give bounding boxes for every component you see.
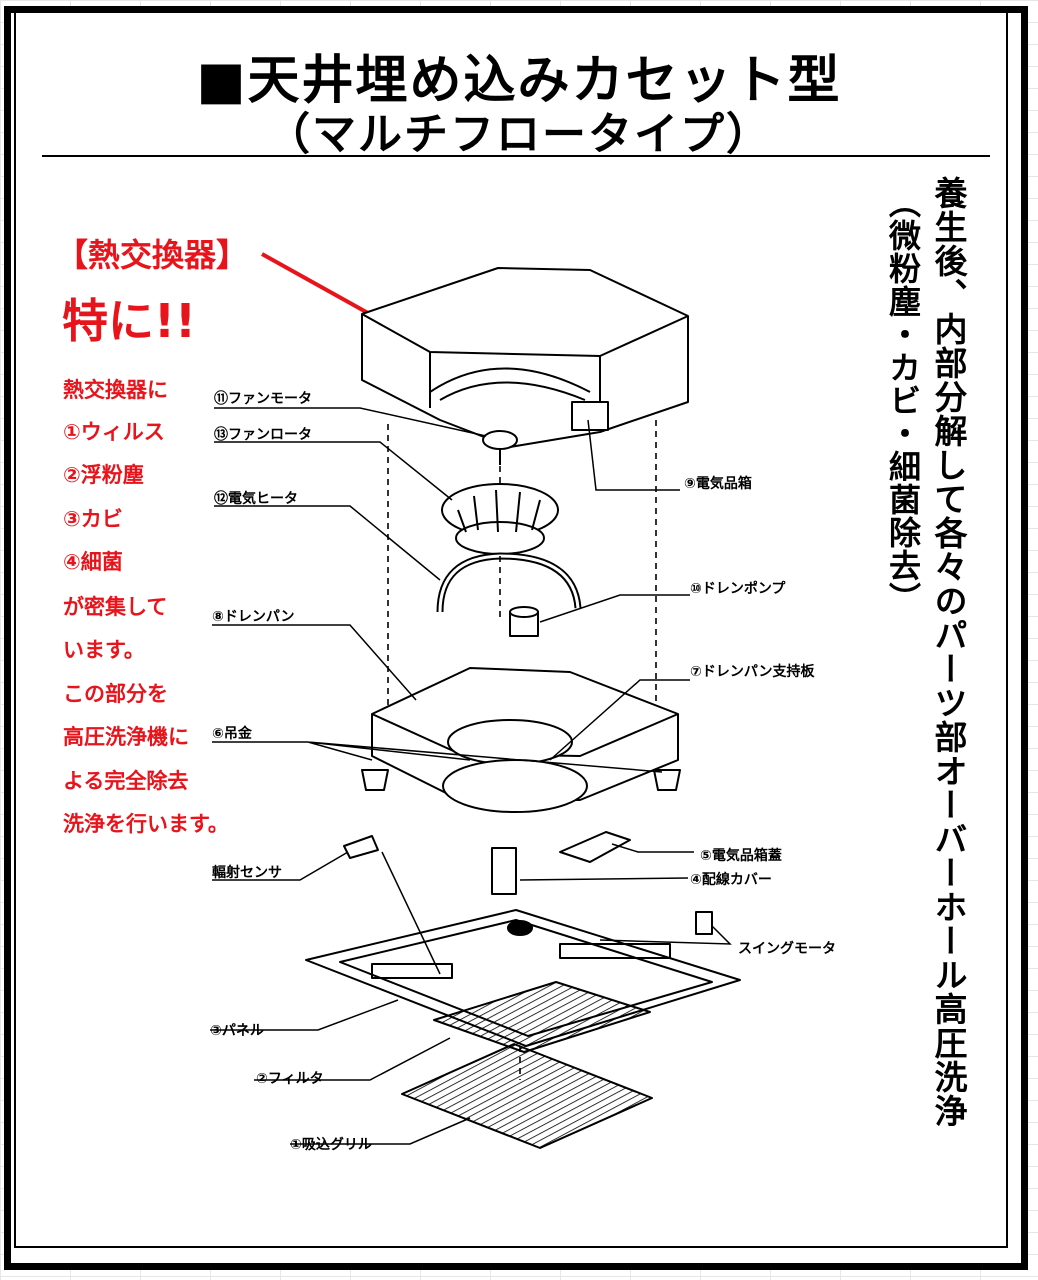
assembly-guides <box>387 420 657 1080</box>
wiring-cover <box>491 847 517 895</box>
label-fan-rotor: ⑬ファンロータ <box>214 427 312 443</box>
callout-line: ③カビ <box>63 507 123 531</box>
inner-frame <box>14 10 1008 1248</box>
callout-line: 熱交換器に <box>63 378 168 402</box>
label-fan-motor: ⑪ファンモータ <box>214 391 312 407</box>
label-wiring-cover: ④配線カバー <box>690 872 772 888</box>
fan-motor <box>482 430 518 465</box>
label-intake-grille: ①吸込グリル <box>290 1137 372 1153</box>
overhaul-description-note: （微粉塵・カビ・細菌除去） <box>884 186 922 615</box>
intake-grille <box>401 1043 653 1149</box>
swing-motor <box>695 911 713 935</box>
page-title: ■天井埋め込みカセット型 <box>196 51 842 111</box>
hanger-bracket <box>361 769 681 791</box>
callout-line: ②浮粉塵 <box>63 463 144 487</box>
title-divider <box>42 155 990 157</box>
radiation-sensor <box>343 835 379 859</box>
label-radiation-sensor: 輻射センサ <box>212 865 282 881</box>
air-filter <box>433 981 651 1053</box>
fan-rotor <box>441 483 559 555</box>
label-bracket: ⑥吊金 <box>212 726 252 742</box>
callout-line: ④細菌 <box>63 550 123 574</box>
label-drain-pan: ⑧ドレンパン <box>212 609 295 625</box>
label-swing-motor: スイングモータ <box>738 941 836 957</box>
callout-heading: 【熱交換器】 <box>56 236 249 274</box>
page-subtitle: （マルチフロータイプ） <box>266 109 772 160</box>
label-elec-box: ⑨電気品箱 <box>684 476 752 492</box>
elec-box-cover <box>559 831 631 863</box>
unit-housing <box>361 267 689 448</box>
callout-line: 洗浄を行います。 <box>63 812 229 836</box>
label-drain-pump: ⑩ドレンポンプ <box>690 581 786 597</box>
overhaul-description: 養生後、内部分解して各々のパーツ部オーバーホール高圧洗浄 <box>929 176 968 1128</box>
callout-line: 高圧洗浄機に <box>63 725 189 749</box>
label-drain-pan-support: ⑦ドレンパン支持板 <box>690 664 815 680</box>
callout-line: ①ウィルス <box>63 420 165 444</box>
callout-line: よる完全除去 <box>63 769 189 793</box>
label-elec-box-cover: ⑤電気品箱蓋 <box>700 848 782 864</box>
drain-pan <box>371 667 679 813</box>
electric-heater <box>436 552 582 613</box>
label-filter: ②フィルタ <box>256 1071 324 1087</box>
callout-line: この部分を <box>63 682 168 706</box>
drain-pump <box>509 606 539 637</box>
label-heater: ⑫電気ヒータ <box>214 491 298 507</box>
leader-lines <box>210 407 732 1145</box>
callout-line: が密集して <box>63 595 168 619</box>
label-panel: ③パネル <box>210 1023 264 1039</box>
callout-line: います。 <box>63 638 145 662</box>
callout-emphasis: 特に!! <box>62 294 196 348</box>
